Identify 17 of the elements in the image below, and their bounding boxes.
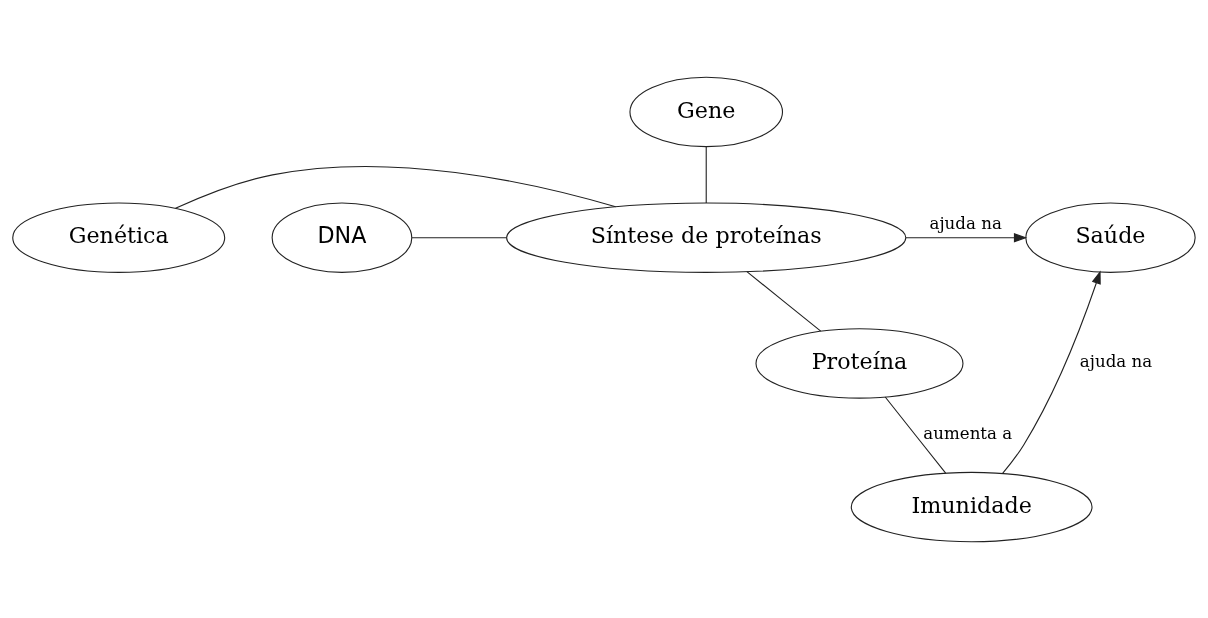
- node-ellipse: DNA: [271, 202, 413, 273]
- arrow: [905, 232, 1028, 242]
- node-ellipse: Proteína: [755, 327, 964, 399]
- node-ellipse: Saúde: [1025, 202, 1196, 273]
- node-ellipse: Imunidade: [850, 471, 1093, 542]
- node-ellipse: Gene: [629, 76, 784, 147]
- node-ellipse: Genética: [12, 202, 226, 273]
- arrow: [1002, 270, 1101, 474]
- edge-label: ajuda na: [1079, 351, 1153, 371]
- connector: [746, 270, 822, 332]
- connector: [174, 165, 617, 209]
- connector: [884, 395, 947, 474]
- connector: [705, 145, 707, 203]
- edge-label: ajuda na: [929, 213, 1002, 233]
- connector: [411, 236, 508, 238]
- edge-label: aumenta a: [923, 423, 1013, 443]
- node-ellipse: Síntese de proteínas: [506, 202, 907, 273]
